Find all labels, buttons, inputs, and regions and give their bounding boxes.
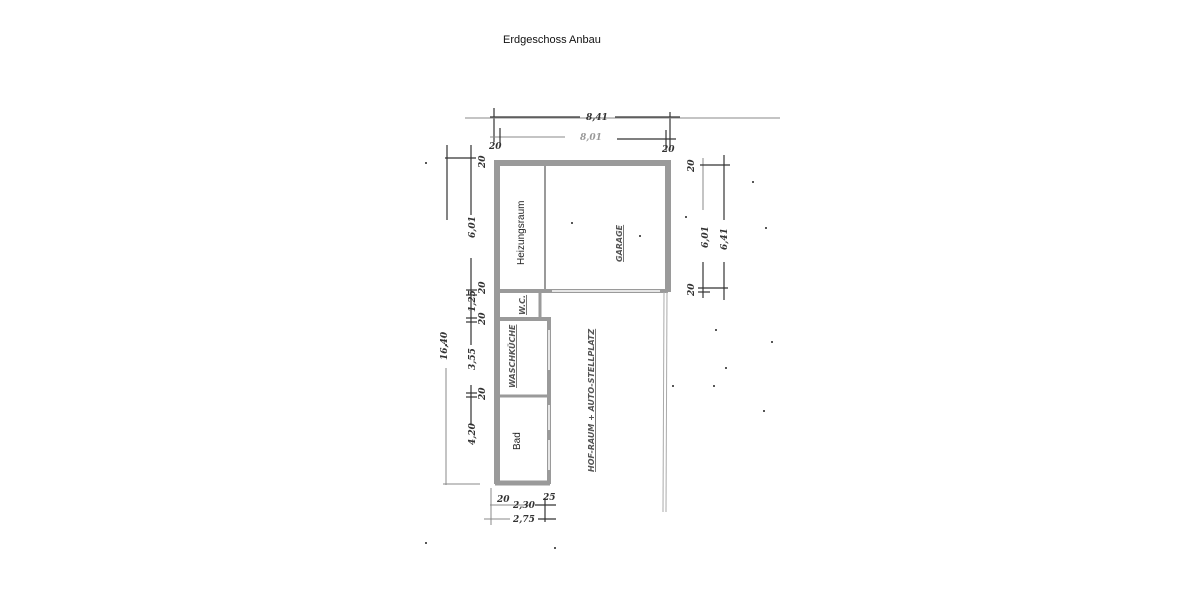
- walls: [494, 160, 671, 513]
- dim-right-wall-bottom: 20: [687, 283, 697, 297]
- dim-left-bad: 4,20: [468, 422, 478, 445]
- dim-left-wall1: 20: [478, 281, 488, 295]
- room-label-hof: HOF-RAUM + AUTO-STELLPLATZ: [587, 329, 596, 472]
- dim-right-inner: 6,01: [701, 226, 711, 248]
- dim-bottom-outer: 2,75: [512, 515, 535, 525]
- dim-left-total: 16,40: [440, 331, 450, 360]
- left-dimension-lines: [443, 145, 480, 485]
- dim-bottom-inner: 2,30: [512, 501, 536, 511]
- room-label-bad: Bad: [512, 432, 523, 450]
- drawing-title: Erdgeschoss Anbau: [503, 34, 601, 46]
- dim-bottom-wall-right: 25: [542, 493, 556, 503]
- room-label-wc: W.C.: [518, 295, 527, 315]
- top-dimension-lines: [465, 108, 780, 150]
- room-label-heizungsraum: Heizungsraum: [516, 201, 527, 265]
- dim-top-right-wall: 20: [661, 145, 675, 155]
- dim-left-wc: 1,25: [468, 290, 478, 312]
- dim-left-wall3: 20: [478, 387, 488, 401]
- right-dimension-lines: [698, 155, 730, 300]
- dim-top-outer: 8,41: [586, 113, 608, 123]
- room-label-garage: GARAGE: [615, 224, 624, 262]
- dim-top-left-wall: 20: [488, 142, 502, 152]
- scan-noise: [425, 162, 773, 549]
- dim-top-inner: 8,01: [580, 133, 602, 143]
- dim-left-top-wall: 20: [478, 155, 488, 169]
- dim-left-wasch: 3,55: [468, 348, 478, 370]
- dim-left-wall2: 20: [478, 312, 488, 326]
- room-label-waschkueche: WASCHKÜCHE: [507, 324, 517, 388]
- dim-right-wall-top: 20: [687, 159, 697, 173]
- bottom-dimension-lines: [484, 488, 556, 525]
- dim-right-outer: 6,41: [720, 228, 730, 250]
- dim-left-heiz: 6,01: [468, 216, 478, 238]
- dim-bottom-wall: 20: [496, 495, 510, 505]
